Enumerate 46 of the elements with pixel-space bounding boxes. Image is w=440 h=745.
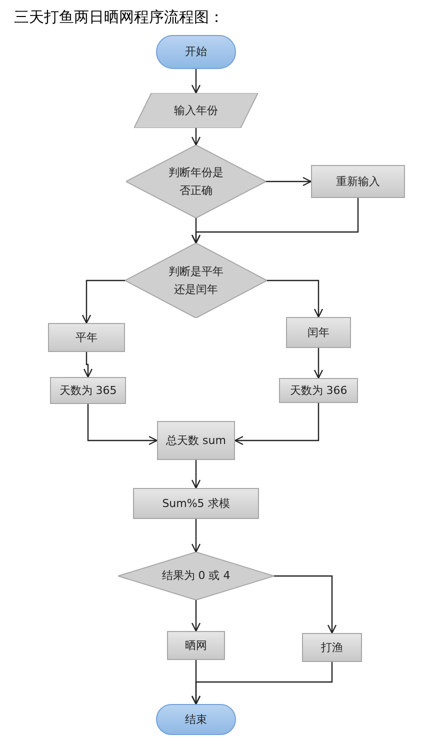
node-label: 总天数 sum	[166, 432, 226, 449]
arrow	[191, 198, 359, 244]
decision-diamond	[125, 243, 267, 318]
arrow	[191, 69, 201, 94]
arrow	[274, 575, 337, 634]
process-box	[279, 378, 358, 403]
arrow	[266, 176, 312, 186]
arrow	[87, 404, 158, 446]
process-box	[302, 633, 362, 662]
arrow	[191, 128, 201, 146]
arrow	[314, 348, 324, 379]
input-parallelogram	[134, 93, 258, 128]
process-box	[311, 165, 405, 198]
decision-diamond	[118, 552, 274, 600]
diagram-title: 三天打鱼两日晒网程序流程图：	[14, 7, 224, 28]
process-box	[133, 488, 259, 519]
node-label: 判断是平年还是闰年	[168, 264, 224, 298]
terminal-pill	[156, 35, 236, 69]
node-label: 天数为 366	[290, 382, 348, 399]
arrow	[191, 460, 201, 489]
process-box	[50, 377, 126, 404]
arrow	[191, 600, 201, 632]
arrow	[191, 519, 201, 553]
process-box	[286, 317, 351, 348]
node-label: 判断年份是否正确	[168, 164, 224, 198]
arrow	[82, 280, 125, 324]
arrow	[267, 280, 324, 318]
decision-diamond	[126, 145, 266, 218]
node-label: 开始	[185, 44, 207, 60]
node-label: 晒网	[185, 638, 207, 654]
node-label: 输入年份	[174, 102, 218, 119]
process-box	[157, 421, 235, 460]
process-box	[48, 323, 125, 352]
node-label: 平年	[76, 330, 98, 346]
node-label: 结果为 0 或 4	[162, 568, 230, 584]
process-box	[167, 631, 225, 660]
arrow	[234, 403, 320, 446]
node-label: 结束	[185, 712, 207, 728]
arrow	[83, 352, 93, 378]
node-label: 重新输入	[336, 174, 380, 190]
node-label: 天数为 365	[59, 382, 117, 399]
node-label: 闰年	[308, 324, 330, 341]
node-label: 打渔	[321, 640, 343, 656]
terminal-pill	[156, 704, 236, 735]
arrow	[191, 662, 333, 705]
node-label: Sum%5 求模	[162, 496, 230, 512]
